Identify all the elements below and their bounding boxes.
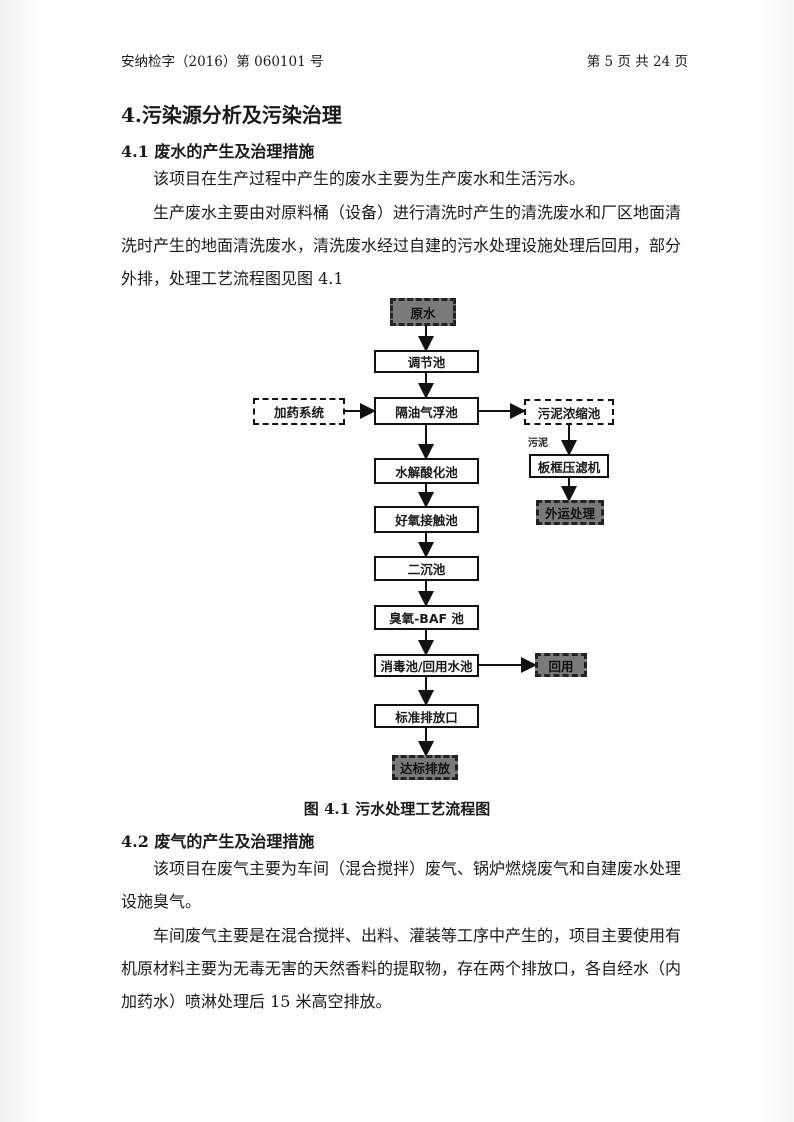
section-title: 4.污染源分析及污染治理 xyxy=(121,103,342,127)
flow-box-regulating-tank: 调节池 xyxy=(374,350,479,373)
subsection-title-exhaust: 4.2 废气的产生及治理措施 xyxy=(121,832,315,851)
figure-caption: 图 4.1 污水处理工艺流程图 xyxy=(303,800,491,818)
flow-box-outsource-treatment: 外运处理 xyxy=(536,500,604,525)
flow-box-sludge-thickener: 污泥浓缩池 xyxy=(524,399,614,425)
page-info: 第 5 页 共 24 页 xyxy=(586,54,688,70)
paragraph-wastewater-intro: 该项目在生产过程中产生的废水主要为生产废水和生活污水。 xyxy=(153,169,586,188)
flow-box-reuse: 回用 xyxy=(535,653,587,677)
subsection-title-wastewater: 4.1 废水的产生及治理措施 xyxy=(121,142,315,161)
sludge-label: 污泥 xyxy=(528,438,548,449)
flow-box-dosing-system: 加药系统 xyxy=(253,398,345,425)
flow-box-standard-outlet: 标准排放口 xyxy=(374,704,479,728)
flow-box-oil-flotation-tank: 隔油气浮池 xyxy=(374,397,479,425)
paragraph-exhaust-intro: 该项目在废气主要为车间（混合搅拌）废气、锅炉燃烧废气和自建废水处理设施臭气。 xyxy=(121,859,682,911)
paragraph-wastewater-detail: 生产废水主要由对原料桶（设备）进行清洗时产生的清洗废水和厂区地面清洗时产生的地面… xyxy=(121,203,682,288)
flow-box-secondary-clarifier: 二沉池 xyxy=(374,556,479,581)
flow-box-filter-press: 板框压滤机 xyxy=(529,454,609,478)
paragraph-exhaust-detail: 车间废气主要是在混合搅拌、出料、灌装等工序中产生的，项目主要使用有机原材料主要为… xyxy=(121,926,682,1011)
flow-box-compliant-discharge: 达标排放 xyxy=(392,755,458,780)
flow-box-ozone-baf: 臭氧-BAF 池 xyxy=(374,605,479,630)
flow-box-hydrolysis-tank: 水解酸化池 xyxy=(374,458,479,484)
flow-box-aerobic-tank: 好氧接触池 xyxy=(374,506,479,533)
document-number: 安纳检字（2016）第 060101 号 xyxy=(121,54,324,70)
flow-box-disinfection-tank: 消毒池/回用水池 xyxy=(374,654,479,677)
flow-box-raw-water: 原水 xyxy=(390,298,456,326)
